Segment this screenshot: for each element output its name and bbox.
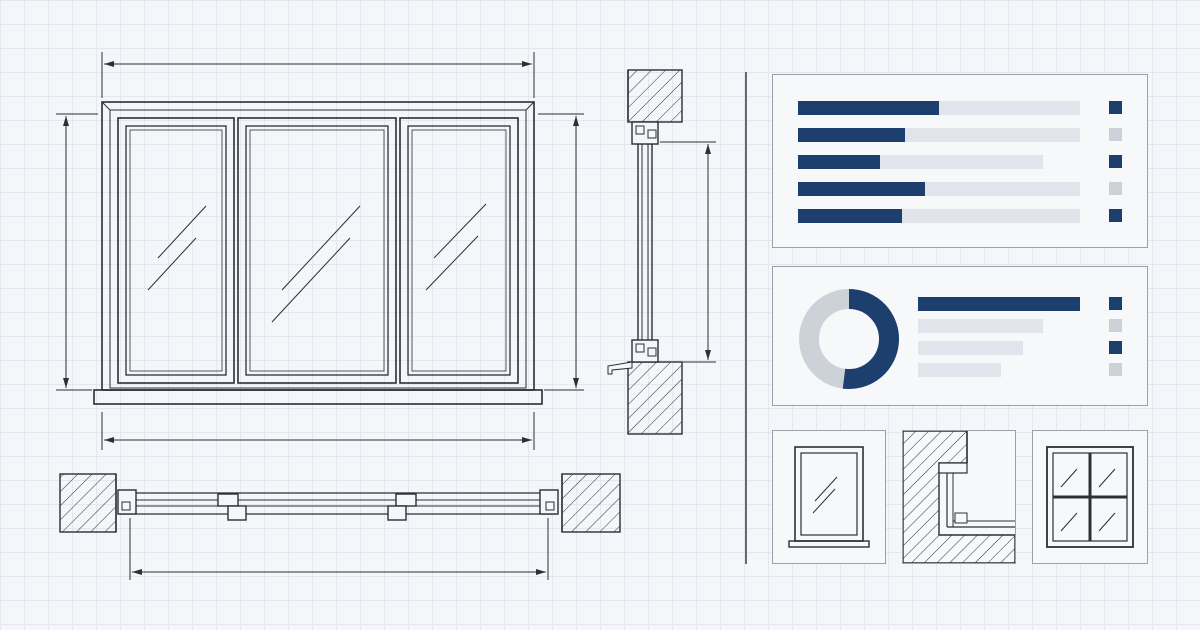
glass-reflections [147, 203, 487, 323]
bar-row [798, 101, 1080, 115]
window-elevation [93, 101, 543, 405]
legend-square [1109, 319, 1122, 332]
bar-row [798, 128, 1080, 142]
bar-fill [918, 297, 1080, 311]
donut-panel [772, 266, 1148, 406]
thumbnail-four-pane[interactable] [1032, 430, 1148, 564]
bar-row [918, 341, 1080, 355]
bar-fill [918, 363, 1001, 377]
bar-row [918, 319, 1080, 333]
bar-fill [798, 128, 906, 142]
legend-square [1109, 209, 1122, 222]
dimension-lines [56, 52, 584, 450]
window-icon [788, 446, 870, 548]
bar-fill [798, 101, 939, 115]
bar-fill [798, 155, 880, 169]
legend-square [1109, 128, 1122, 141]
plan-dimension [129, 518, 549, 580]
legend-square [1109, 363, 1122, 376]
legend-square [1109, 182, 1122, 195]
plan-section [59, 473, 621, 533]
vertical-section [607, 69, 683, 435]
bar-fill [918, 341, 1024, 355]
thumbnail-corner-section[interactable] [902, 430, 1016, 564]
section-dimension [660, 141, 716, 363]
bar-row [798, 209, 1080, 223]
legend-square [1109, 155, 1122, 168]
bar-fill [798, 209, 903, 223]
legend-square [1109, 101, 1122, 114]
corner-section-icon [902, 430, 1016, 564]
legend-square [1109, 341, 1122, 354]
legend-square [1109, 297, 1122, 310]
bar-row [918, 363, 1080, 377]
donut-value-arc [842, 289, 899, 389]
bar-row [798, 182, 1080, 196]
bar-panel [772, 74, 1148, 248]
donut-chart [799, 289, 899, 389]
bar-fill [798, 182, 925, 196]
bar-row [798, 155, 1080, 169]
thumbnail-window[interactable] [772, 430, 886, 564]
four-pane-window-icon [1046, 446, 1134, 548]
bar-row [918, 297, 1080, 311]
bar-fill [918, 319, 1043, 333]
